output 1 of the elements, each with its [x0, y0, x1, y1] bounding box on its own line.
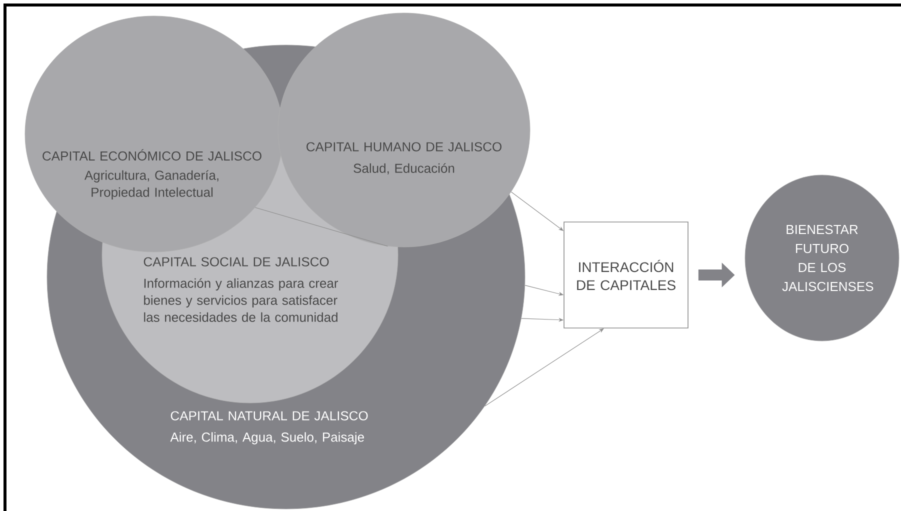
interaction-box: INTERACCIÓN DE CAPITALES: [564, 222, 688, 328]
